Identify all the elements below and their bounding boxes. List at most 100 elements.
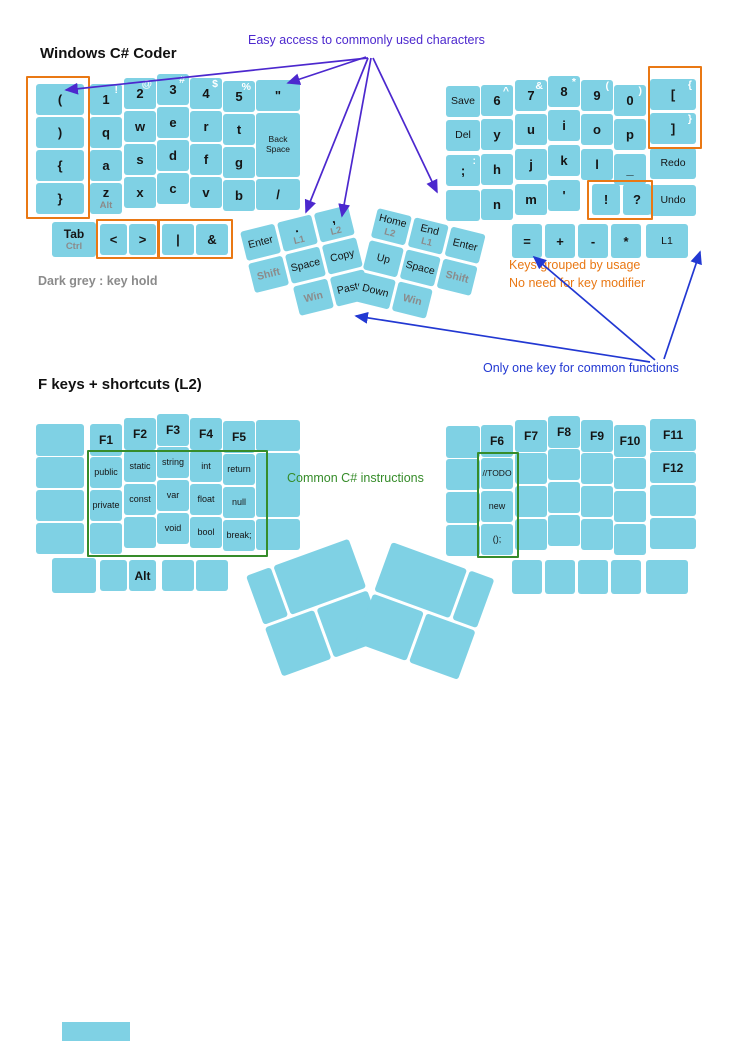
key-shift-label: # [179,74,185,86]
key-label: Shift [255,265,282,283]
key-label: Space [289,255,322,275]
key-label: v [202,185,210,200]
key-shift-label: ) [638,85,643,97]
key-shift-label: } [687,113,692,125]
key-f11: F11 [650,419,696,451]
key-symbol: < [100,224,127,255]
key-blank [581,519,613,550]
key-blank [548,482,580,513]
key-label: Alt [134,568,151,583]
key-label: F6 [489,434,504,448]
key-4: $4 [190,78,222,109]
key-blank [90,523,122,554]
key-return: return [223,454,255,485]
key-blank [36,490,84,521]
key-l1: L1 [646,224,688,258]
key-up: Up [362,240,404,278]
key-label: < [109,232,118,247]
key-shift-label: * [571,76,576,88]
key-back-space: Back Space [256,113,300,177]
csharp-note: Common C# instructions [287,471,424,485]
purple-arrow [372,57,438,194]
key-hold-label: Ctrl [65,240,83,252]
key-shift: Shift [247,255,290,294]
key-label: private [92,500,120,510]
key-label: F8 [556,425,571,439]
key-label: * [623,233,629,249]
key-label: F11 [662,428,683,442]
key-label: Shift [444,268,470,286]
key-label: return [227,464,251,474]
key-label: public [94,467,118,477]
key-blank [548,515,580,546]
key-symbol: ) [36,117,84,148]
key-symbol: & [196,224,228,255]
purple-arrow [304,57,369,214]
key-label: bool [197,527,215,537]
key-blank [256,420,300,451]
key-label: s [136,152,144,167]
key-v: v [190,177,222,208]
key-void: void [157,513,189,544]
key-label: static [129,461,151,471]
key-blank [446,525,480,556]
key-win: Win [391,281,433,319]
key-new: new [481,491,513,522]
layer1-title: Windows C# Coder [40,45,177,62]
one-key-note: Only one key for common functions [483,361,679,375]
key-space: Space [284,246,327,284]
key-string: string [157,447,189,478]
key-label: ; [460,163,466,178]
key-label: Back Space [265,134,291,154]
key-label: 7 [527,88,535,103]
key-3: #3 [157,74,189,105]
key-f: f [190,144,222,175]
key-label: m [525,192,537,207]
key-label: //TODO [482,467,512,478]
key-label: _ [626,162,634,177]
key-label: q [102,125,110,140]
key-e: e [157,107,189,138]
key-blank [515,453,547,484]
key-label: null [231,497,246,507]
key-label: Home [377,211,408,231]
key-0: )0 [614,85,646,116]
key-symbol: / [256,179,300,210]
highlight-box-orange [96,219,159,259]
key-label: new [488,501,506,511]
key-label: F3 [165,423,180,437]
key-label: void [164,523,182,533]
blue-arrow [663,250,702,360]
key-blank [162,560,194,591]
key-label: F4 [198,427,213,441]
key-blank [52,558,96,593]
key-label: 3 [169,82,177,97]
highlight-box-orange [158,219,233,259]
key-h: h [481,154,513,185]
key-label: k [560,153,568,168]
key-f4: F4 [190,418,222,450]
key-shift-label: { [687,79,692,91]
key-symbol: ' [548,180,580,211]
key-shift-label: & [535,80,543,92]
key-blank [446,459,480,490]
key-q: q [90,117,122,148]
key-blank [36,523,84,554]
key-hold-label: Alt [99,200,113,212]
key-label: 8 [560,84,568,99]
key-symbol: .L1 [276,214,319,252]
key-shift-label: ( [605,80,610,92]
key-private: private [90,490,122,521]
key-f5: F5 [223,421,255,453]
key-label: i [562,118,566,133]
key-label: F2 [132,427,147,441]
key-label: F12 [662,460,684,475]
key-symbol: ! [592,184,620,215]
key-label: [ [670,87,676,102]
layer2-title: F keys + shortcuts (L2) [38,376,202,393]
key-label: ? [633,192,641,207]
key-label: F5 [231,430,246,444]
